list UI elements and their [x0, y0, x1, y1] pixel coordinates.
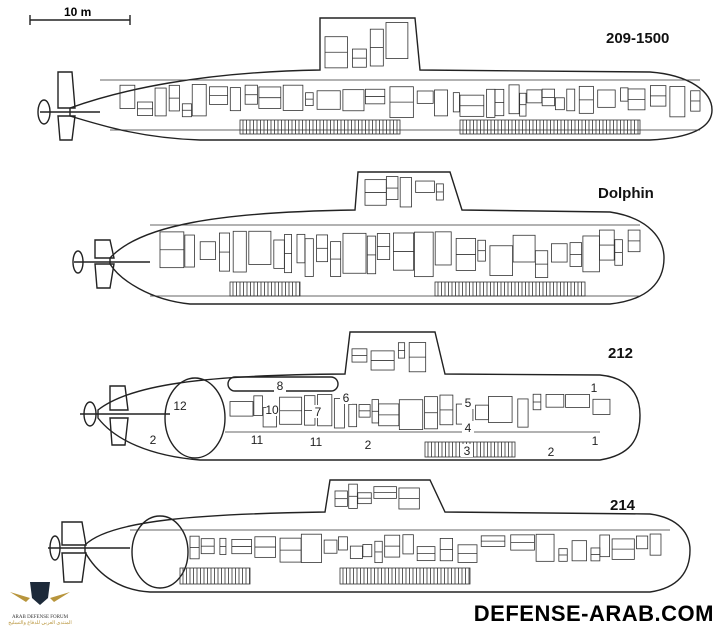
battery-bank	[424, 441, 516, 458]
scale-label: 10 m	[64, 5, 92, 19]
compartment-number: 2	[548, 445, 555, 459]
arab-defense-forum-logo: ARAB DEFENSE FORUM المنتدى العربي للدفاع…	[8, 578, 72, 628]
logo-text: ARAB DEFENSE FORUM	[11, 615, 69, 620]
internal-machinery	[334, 483, 420, 510]
logo-subtext: المنتدى العربي للدفاع والتسليح	[8, 620, 72, 626]
label-214: 214	[610, 497, 636, 514]
submarine-dolphin	[72, 171, 665, 305]
internal-machinery	[189, 533, 662, 564]
battery-bank	[239, 119, 401, 135]
compartment-number: 10	[265, 403, 279, 417]
label-dolphin: Dolphin	[598, 185, 654, 202]
submarine-214	[48, 479, 691, 593]
compartment-number: 1	[592, 434, 599, 448]
compartment-number: 5	[465, 396, 472, 410]
internal-machinery	[229, 393, 611, 430]
compartment-number: 11	[310, 435, 323, 449]
compartment-number: 11	[251, 433, 264, 447]
watermark: DEFENSE-ARAB.COM	[473, 601, 714, 626]
battery-bank	[339, 567, 471, 585]
battery-bank	[229, 281, 301, 297]
submarine-209-1500	[37, 17, 713, 141]
compartment-number: 1	[591, 381, 598, 395]
battery-bank	[459, 119, 641, 135]
compartment-number: 3	[464, 444, 471, 458]
internal-machinery	[364, 176, 444, 208]
label-212: 212	[608, 345, 634, 362]
internal-machinery	[324, 22, 409, 69]
compartment-number: 8	[277, 379, 284, 393]
compartment-number: 12	[173, 399, 187, 413]
compartment-number: 7	[315, 405, 322, 419]
shield-icon	[10, 582, 70, 605]
compartment-number: 6	[343, 391, 350, 405]
compartment-number: 2	[365, 438, 372, 452]
compartment-number: 2	[150, 433, 157, 447]
scale-bar	[29, 15, 131, 25]
battery-bank	[434, 281, 586, 297]
internal-machinery	[119, 84, 701, 118]
compartment-number: 4	[465, 421, 472, 435]
label-209-1500: 209-1500	[606, 30, 670, 47]
internal-machinery	[351, 342, 427, 373]
internal-machinery	[159, 229, 641, 278]
battery-bank	[179, 567, 251, 585]
